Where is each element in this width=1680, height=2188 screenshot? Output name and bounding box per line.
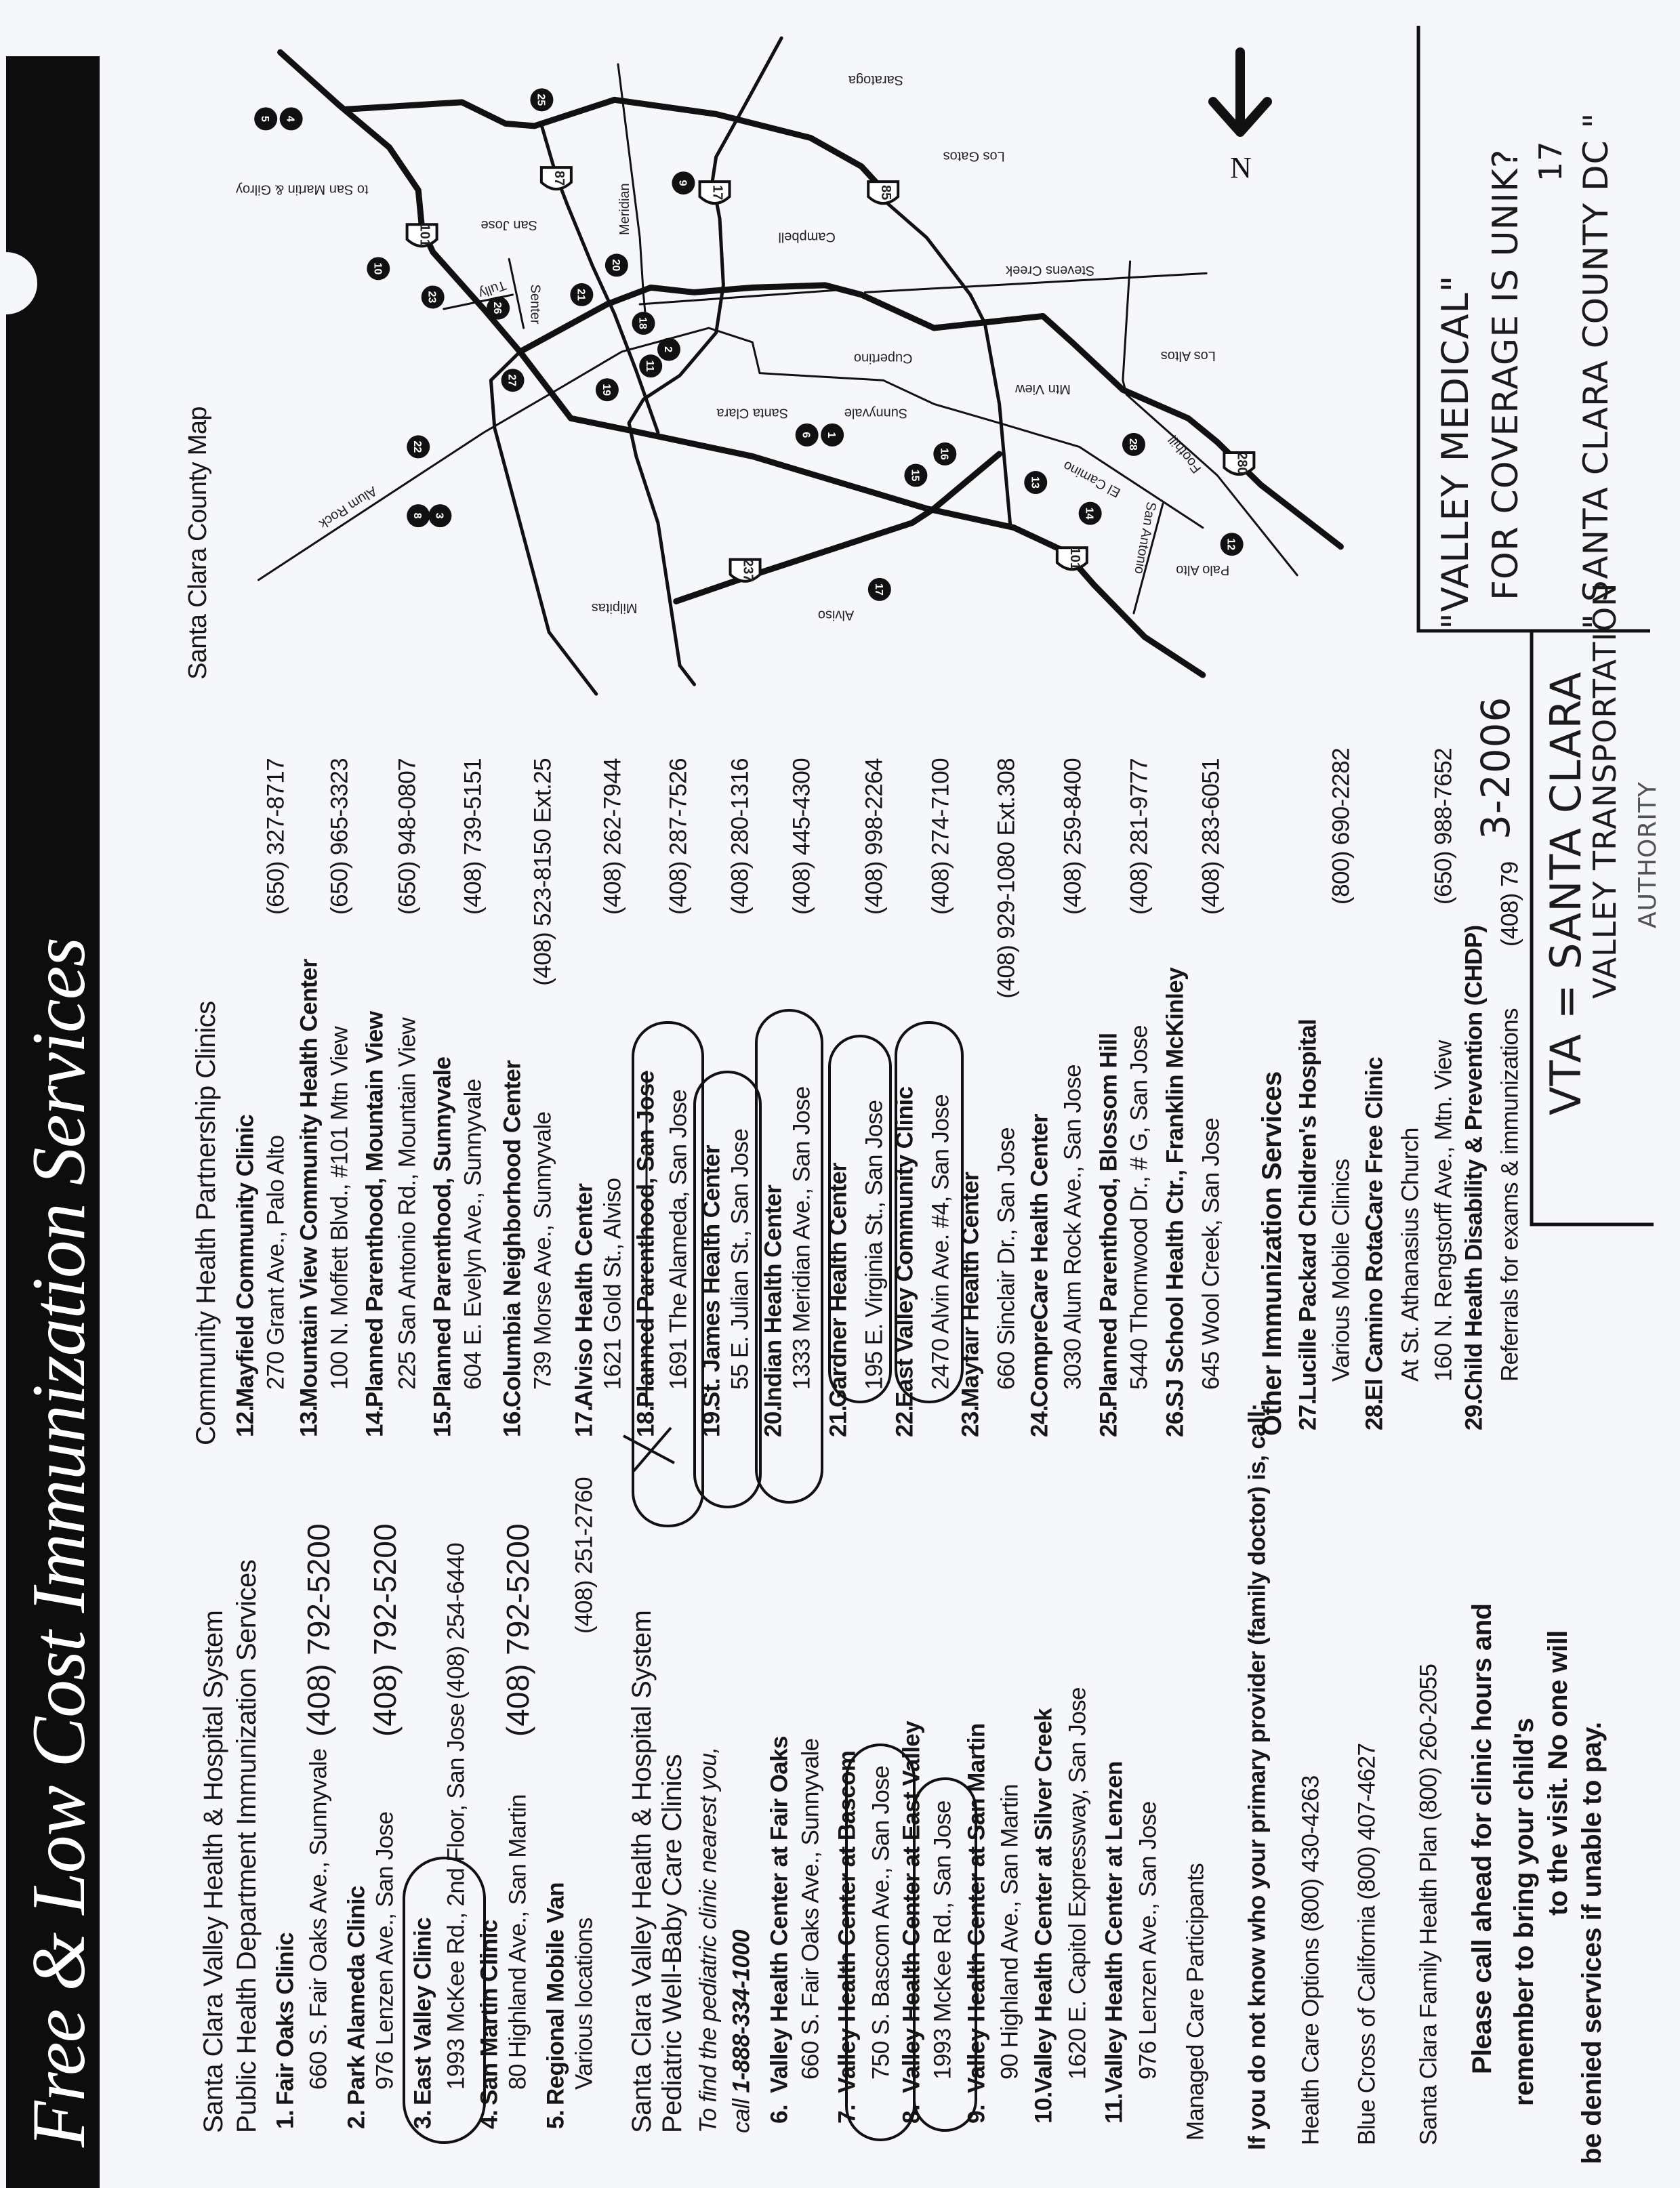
highway-shield-icon [1055,546,1088,571]
road-capitol [491,352,596,694]
clinic-marker-label: 8 [411,513,423,519]
clinic-marker-label: 15 [909,470,920,482]
clinic-marker-label: 4 [285,116,296,122]
clinic-marker [657,337,681,361]
road-label: El Camino [1061,457,1123,500]
clinic-marker [279,107,303,131]
clinic-marker-label: 22 [411,441,423,453]
clinic-marker-label: 5 [259,116,270,122]
road-label: Meridian [617,183,632,235]
clinic-marker [530,88,554,112]
clinic-marker-label: 18 [636,317,648,329]
clinic-marker-label: 9 [676,180,688,186]
clinic-marker-label: 3 [433,513,445,519]
clinic-marker-label: 16 [938,448,949,460]
city-label: Palo Alto [1176,562,1229,577]
road-label: Stevens Creek [1005,263,1094,278]
clinic-marker-label: 27 [506,374,518,386]
city-label: Los Altos [1161,348,1216,363]
clinic-marker [407,435,430,459]
highway-shield-icon [698,180,731,205]
clinic-marker [1220,533,1244,556]
clinic-marker [1122,432,1145,456]
city-label: to San Martin & Gilroy [236,182,369,197]
clinic-marker [367,257,390,281]
highway-shield-icon [729,558,762,583]
clinic-marker [407,504,430,528]
clinic-marker [821,423,844,447]
north-arrow: N [1208,47,1272,184]
highway-shield-icon [539,166,573,191]
city-label: Cupertino [854,351,913,366]
clinic-marker [933,442,957,466]
road-highway-680 [346,100,883,190]
highway-shield-label: 280 [1234,452,1249,474]
city-label: Alviso [818,607,854,622]
clinic-marker-label: 10 [371,262,383,274]
map-roads [258,38,1340,694]
clinic-marker-label: 26 [491,302,503,314]
road-highway-17-880 [629,38,781,684]
clinic-marker-label: 12 [1225,538,1237,550]
clinic-marker-label: 1 [825,432,837,438]
clinic-marker [795,423,819,447]
clinic-marker [595,378,619,402]
clinic-marker-label: 23 [426,291,438,304]
clinic-marker-label: 25 [535,94,546,106]
road-label: Foothill [1166,432,1204,476]
clinic-marker-label: 28 [1127,438,1139,451]
road-highway-237 [676,454,1000,601]
highway-shield-label: 101 [1067,548,1082,570]
clinic-marker [570,283,594,306]
clinic-marker [487,296,510,320]
clinic-marker [867,577,891,601]
city-label: Santa Clara [716,405,788,420]
clinic-marker-label: 20 [610,260,621,272]
city-label: Los Gatos [943,148,1005,163]
city-label: Sunnyvale [844,405,907,420]
road-stevens-creek [640,273,1206,304]
highway-shield-icon [867,180,900,205]
highway-shield-label: 85 [878,185,893,200]
clinic-marker-label: 21 [575,289,586,301]
city-label: Mtn View [1015,381,1070,396]
clinic-marker [605,253,628,277]
clinic-marker [904,463,928,487]
road-alum-rock-el-camino [258,328,1202,580]
clinic-marker [1078,501,1102,525]
highway-shield-label: 101 [417,224,432,247]
city-label: San Jose [481,218,537,232]
clinic-marker [672,171,695,195]
highway-shield-icon [1223,451,1256,476]
clinic-marker-label: 14 [1084,508,1095,520]
road-san-antonio [1134,504,1163,613]
clinic-marker [639,354,663,378]
clinic-marker-label: 11 [644,360,655,372]
city-label: Campbell [778,230,835,245]
city-label: Saratoga [848,73,903,87]
highway-shield-icon [405,223,438,248]
highway-shield-label: 87 [552,171,567,186]
road-foothill [1123,262,1297,575]
road-highway-280 [520,285,1340,547]
road-label: Senter [527,284,542,324]
clinic-marker-label: 6 [800,432,812,438]
clinic-marker-label: 13 [1029,476,1040,489]
clinic-marker [632,312,655,335]
clinic-marker [501,369,525,392]
clinic-marker-label: 2 [662,346,674,352]
clinic-marker [421,285,445,309]
city-label: Milpitas [592,600,638,615]
clinic-marker [254,107,278,131]
highway-shield-label: 237 [741,559,756,581]
clinic-marker-label: 17 [873,583,884,596]
highway-shield-label: 17 [710,185,725,200]
clinic-marker [428,504,452,528]
clinic-marker-label: 19 [600,384,612,396]
clinic-marker [1024,471,1048,495]
north-label: N [1230,151,1252,184]
